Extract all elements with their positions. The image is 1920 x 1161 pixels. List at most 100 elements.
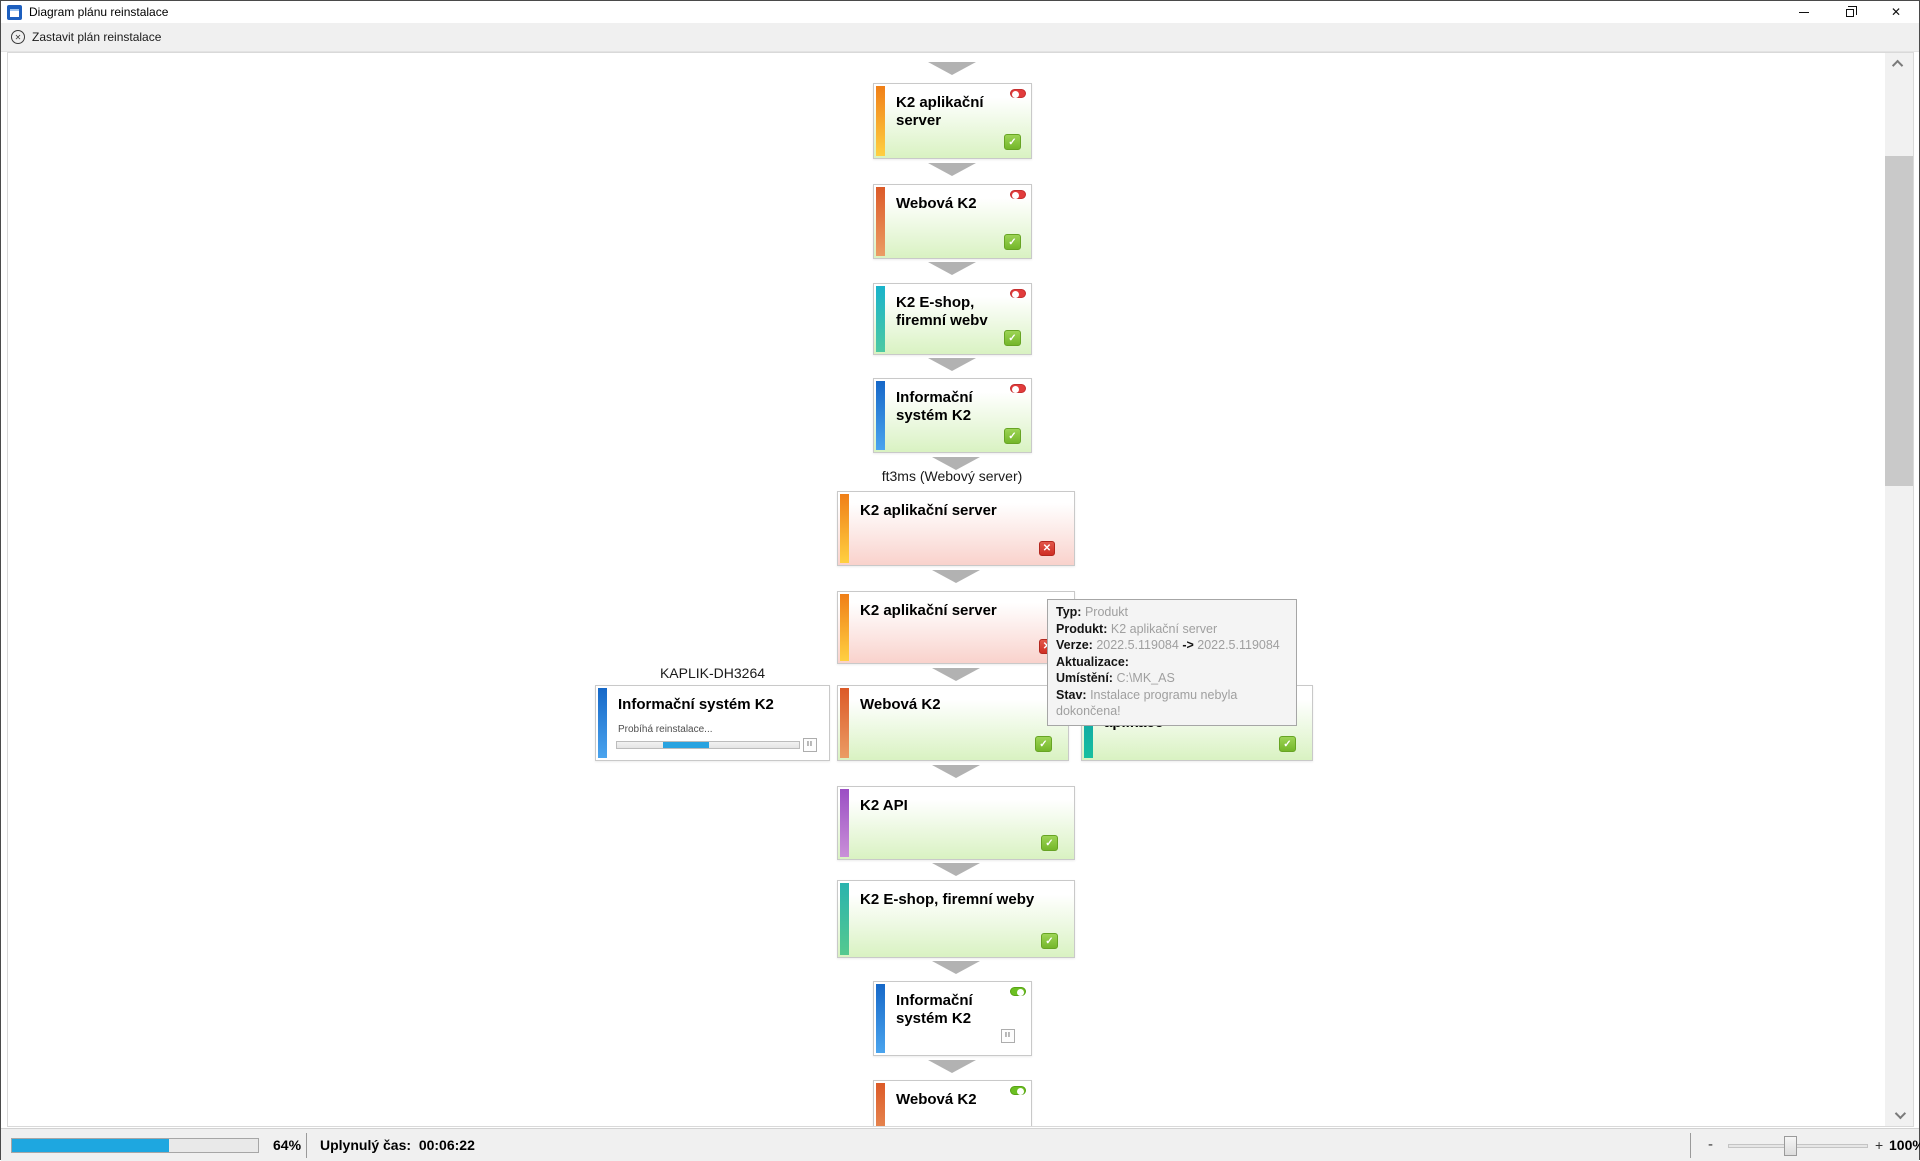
status-bar: 64% Uplynulý čas: 00:06:22 - + 100% xyxy=(1,1128,1919,1161)
node-progress-fill xyxy=(663,742,709,748)
minimize-icon xyxy=(1799,12,1809,13)
flow-arrow-down-icon xyxy=(928,163,976,176)
color-stripe xyxy=(840,789,849,857)
overall-progress-bar xyxy=(11,1138,259,1153)
node-title: K2 aplikační server xyxy=(860,602,1066,620)
success-check-icon[interactable]: ✓ xyxy=(1004,234,1021,250)
pause-button[interactable]: II xyxy=(803,738,817,752)
stop-icon: ✕ xyxy=(11,30,25,44)
node-progress-bar xyxy=(616,741,800,749)
scrollbar-thumb[interactable] xyxy=(1885,156,1913,486)
restore-button[interactable] xyxy=(1827,1,1873,23)
tooltip-row-typ: Typ: Produkt xyxy=(1056,604,1288,621)
tooltip-row-stav: Stav: Instalace programu nebyla dokončen… xyxy=(1056,687,1288,720)
elapsed-time: Uplynulý čas: 00:06:22 xyxy=(320,1137,475,1153)
tooltip-row-umisteni: Umístění: C:\MK_AS xyxy=(1056,670,1288,687)
window-controls: ✕ xyxy=(1781,1,1919,23)
node-k2-aplikacni-server-2[interactable]: K2 aplikační server ✕ xyxy=(837,491,1075,566)
color-stripe xyxy=(840,883,849,955)
node-title: Webová K2 xyxy=(896,1091,1023,1109)
zoom-out-button[interactable]: - xyxy=(1708,1136,1713,1153)
toggle-on-icon[interactable] xyxy=(1010,987,1026,996)
overall-progress-fill xyxy=(12,1139,169,1152)
success-check-icon[interactable]: ✓ xyxy=(1035,736,1052,752)
flow-arrow-down-icon xyxy=(932,765,980,778)
color-stripe xyxy=(876,984,885,1053)
color-stripe xyxy=(876,1083,885,1127)
node-k2-aplikacni-server-3[interactable]: K2 aplikační server ✕ xyxy=(837,591,1075,664)
group-label-web-server: ft3ms (Webový server) xyxy=(782,468,1122,484)
tooltip-row-verze: Verze: 2022.5.119084 -> 2022.5.119084 xyxy=(1056,637,1288,654)
close-icon: ✕ xyxy=(1891,6,1901,18)
group-label-machine: KAPLIK-DH3264 xyxy=(595,665,830,681)
tooltip-row-produkt: Produkt: K2 aplikační server xyxy=(1056,621,1288,638)
close-button[interactable]: ✕ xyxy=(1873,1,1919,23)
pause-button[interactable]: II xyxy=(1001,1029,1015,1043)
color-stripe xyxy=(598,688,607,758)
zoom-slider-thumb[interactable] xyxy=(1784,1136,1797,1156)
chevron-up-icon xyxy=(1892,60,1903,71)
toggle-off-icon[interactable] xyxy=(1010,89,1026,98)
color-stripe xyxy=(876,187,885,256)
success-check-icon[interactable]: ✓ xyxy=(1279,736,1296,752)
reinstall-status-text: Probíhá reinstalace... xyxy=(618,724,713,735)
node-title: Informační systém K2 xyxy=(618,696,821,714)
vertical-scrollbar[interactable] xyxy=(1885,53,1913,1126)
node-webova-k2-1[interactable]: Webová K2 ✓ xyxy=(873,184,1032,259)
minimize-button[interactable] xyxy=(1781,1,1827,23)
stop-plan-button[interactable]: ✕ Zastavit plán reinstalace xyxy=(1,23,171,51)
toggle-on-icon[interactable] xyxy=(1010,1086,1026,1095)
node-title: Webová K2 xyxy=(860,696,1060,714)
error-x-icon[interactable]: ✕ xyxy=(1039,541,1055,556)
node-informacni-system-k2-1[interactable]: Informační systém K2 ✓ xyxy=(873,378,1032,453)
node-k2-api[interactable]: K2 API ✓ xyxy=(837,786,1075,860)
success-check-icon[interactable]: ✓ xyxy=(1004,330,1021,346)
node-title: K2 E-shop, firemní weby xyxy=(860,891,1066,909)
color-stripe xyxy=(876,286,885,352)
node-title: Informační systém K2 xyxy=(896,992,1023,1028)
node-k2-eshop-2[interactable]: K2 E-shop, firemní weby ✓ xyxy=(837,880,1075,958)
flow-arrow-down-icon xyxy=(928,358,976,371)
flow-arrow-down-icon xyxy=(928,62,976,75)
scroll-down-button[interactable] xyxy=(1885,1104,1913,1126)
success-check-icon[interactable]: ✓ xyxy=(1004,134,1021,150)
success-check-icon[interactable]: ✓ xyxy=(1004,428,1021,444)
node-webova-k2-2[interactable]: Webová K2 ✓ xyxy=(837,685,1069,761)
flow-arrow-down-icon xyxy=(928,1060,976,1073)
tooltip-row-aktualizace: Aktualizace: xyxy=(1056,654,1288,671)
title-bar: Diagram plánu reinstalace ✕ xyxy=(1,1,1919,23)
diagram-canvas: K2 aplikační server ✓ Webová K2 ✓ K2 E-s… xyxy=(7,52,1914,1127)
scroll-up-button[interactable] xyxy=(1885,53,1913,75)
node-k2-aplikacni-server-1[interactable]: K2 aplikační server ✓ xyxy=(873,83,1032,159)
stop-plan-label: Zastavit plán reinstalace xyxy=(32,30,161,44)
node-title: Informační systém K2 xyxy=(896,389,1023,425)
color-stripe xyxy=(840,494,849,563)
zoom-level: 100% xyxy=(1889,1137,1920,1153)
chevron-down-icon xyxy=(1895,1108,1906,1119)
toggle-off-icon[interactable] xyxy=(1010,289,1026,298)
node-k2-eshop-1[interactable]: K2 E-shop, firemní webv ✓ xyxy=(873,283,1032,355)
flow-arrow-down-icon xyxy=(932,961,980,974)
node-title: K2 API xyxy=(860,797,1066,815)
toggle-off-icon[interactable] xyxy=(1010,384,1026,393)
node-informacni-system-k2-running[interactable]: Informační systém K2 Probíhá reinstalace… xyxy=(595,685,830,761)
node-title: K2 aplikační server xyxy=(896,94,1023,130)
toolbar: ✕ Zastavit plán reinstalace xyxy=(1,23,1919,52)
color-stripe xyxy=(840,688,849,758)
flow-arrow-down-icon xyxy=(932,668,980,681)
flow-arrow-down-icon xyxy=(932,570,980,583)
restore-icon xyxy=(1846,9,1854,17)
toggle-off-icon[interactable] xyxy=(1010,190,1026,199)
app-icon xyxy=(7,5,22,20)
zoom-in-button[interactable]: + xyxy=(1875,1137,1883,1153)
zoom-slider[interactable] xyxy=(1728,1144,1868,1148)
progress-percent: 64% xyxy=(273,1137,301,1153)
flow-arrow-down-icon xyxy=(928,262,976,275)
node-title: Webová K2 xyxy=(896,195,1023,213)
success-check-icon[interactable]: ✓ xyxy=(1041,933,1058,949)
success-check-icon[interactable]: ✓ xyxy=(1041,835,1058,851)
node-webova-k2-3[interactable]: Webová K2 xyxy=(873,1080,1032,1127)
node-title: K2 aplikační server xyxy=(860,502,1066,520)
node-informacni-system-k2-paused[interactable]: Informační systém K2 II xyxy=(873,981,1032,1056)
